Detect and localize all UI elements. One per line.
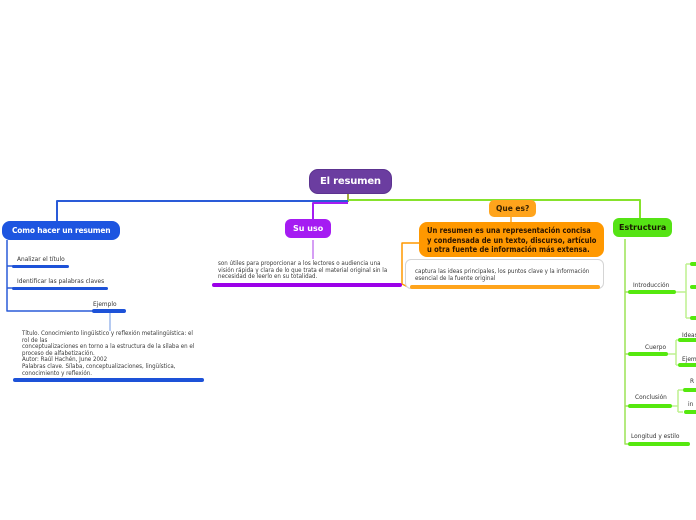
- underline-ideas: [678, 338, 696, 342]
- underline-ejemplo: [92, 309, 126, 313]
- connector-cuerpo-children: [666, 339, 680, 366]
- topic-introduccion[interactable]: Introducción: [633, 281, 670, 289]
- underline-analizar: [12, 265, 69, 268]
- root-topic[interactable]: El resumen: [309, 169, 392, 194]
- connector-introduccion-children: [676, 263, 692, 319]
- underline-in: [684, 410, 696, 414]
- underline-introduccion: [628, 290, 676, 294]
- underline-cuerpo: [628, 352, 668, 356]
- child-stub-intro-2[interactable]: [690, 285, 696, 289]
- underline-longitud: [628, 442, 690, 446]
- topic-identificar-palabras-claves[interactable]: Identificar las palabras claves: [17, 277, 105, 285]
- note-su-uso-detalle[interactable]: son útiles para proporcionar a los lecto…: [218, 260, 388, 281]
- connector-como-hacer-children: [6, 240, 93, 312]
- topic-ideas[interactable]: Ideas: [682, 331, 696, 339]
- note-definicion[interactable]: Un resumen es una representación concisa…: [419, 222, 604, 257]
- child-stub-intro-3[interactable]: [690, 316, 696, 320]
- topic-r[interactable]: R: [690, 377, 695, 385]
- connector-su-uso: [312, 202, 348, 219]
- topic-cuerpo[interactable]: Cuerpo: [645, 343, 667, 351]
- underline-captura: [410, 285, 600, 289]
- underline-ejemplo-detalle: [13, 378, 204, 382]
- topic-conclusion[interactable]: Conclusión: [635, 393, 667, 401]
- topic-ejemplo[interactable]: Ejemplo: [93, 300, 117, 308]
- topic-longitud-y-estilo[interactable]: Longitud y estilo: [631, 432, 680, 440]
- underline-ejem: [678, 363, 696, 367]
- topic-estructura[interactable]: Estructura: [613, 218, 673, 237]
- topic-ejem[interactable]: Ejem: [682, 355, 696, 363]
- topic-que-es[interactable]: Que es?: [489, 200, 537, 217]
- connector-conclusion-children: [670, 389, 683, 413]
- underline-su-uso-detalle: [212, 283, 402, 287]
- definicion-text: Un resumen es una representación concisa…: [427, 226, 597, 255]
- topic-in[interactable]: in: [688, 400, 694, 408]
- note-ejemplo-detalle[interactable]: Título. Conocimiento lingüístico y refle…: [22, 330, 195, 377]
- note-captura-detalle: captura las ideas principales, los punto…: [415, 268, 590, 282]
- topic-analizar-el-titulo[interactable]: Analizar el título: [17, 255, 65, 263]
- topic-su-uso[interactable]: Su uso: [285, 219, 332, 238]
- child-stub-intro-1[interactable]: [690, 262, 696, 266]
- underline-r: [683, 388, 696, 392]
- underline-identificar: [12, 287, 108, 290]
- connector-estructura-children: [624, 239, 630, 445]
- topic-como-hacer-un-resumen[interactable]: Como hacer un resumen: [2, 221, 121, 240]
- underline-conclusion: [628, 404, 672, 408]
